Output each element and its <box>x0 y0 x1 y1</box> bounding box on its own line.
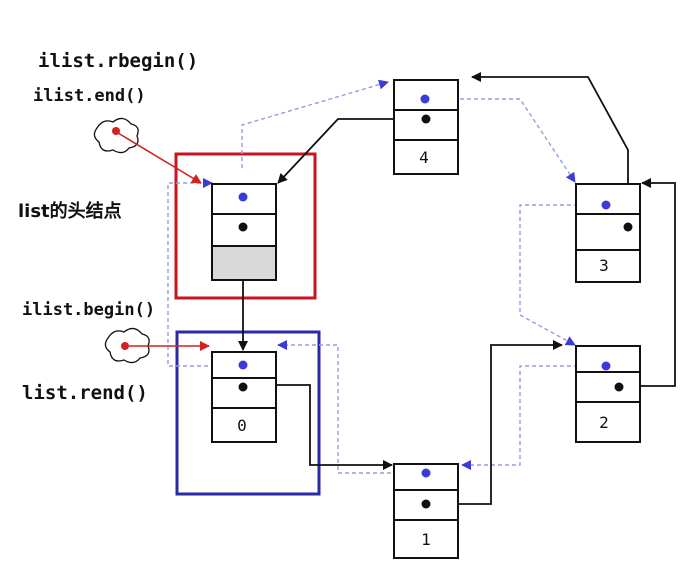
label-end: ilist.end() <box>33 86 146 106</box>
node-0-value: 0 <box>237 416 247 435</box>
label-rbegin: ilist.rbegin() <box>38 50 199 72</box>
label-rend: list.rend() <box>22 382 148 404</box>
list-node-3: 3 <box>575 183 641 283</box>
begin-highlight-box <box>175 330 321 496</box>
label-begin: ilist.begin() <box>22 300 156 320</box>
list-node-4: 4 <box>393 79 459 175</box>
node-3-value: 3 <box>599 256 609 275</box>
cloud-begin-icon <box>104 327 150 364</box>
node-1-value: 1 <box>421 530 431 549</box>
head-highlight-box <box>174 152 317 300</box>
list-node-1: 1 <box>393 463 459 559</box>
list-node-head <box>211 183 277 281</box>
cloud-end-icon <box>93 117 139 154</box>
node-4-value: 4 <box>419 148 429 167</box>
iterator-arrows <box>93 117 210 364</box>
label-head: list的头结点 <box>18 201 122 222</box>
list-node-0: 0 <box>211 351 277 443</box>
list-node-2: 2 <box>575 345 641 443</box>
node-2-value: 2 <box>599 413 609 432</box>
